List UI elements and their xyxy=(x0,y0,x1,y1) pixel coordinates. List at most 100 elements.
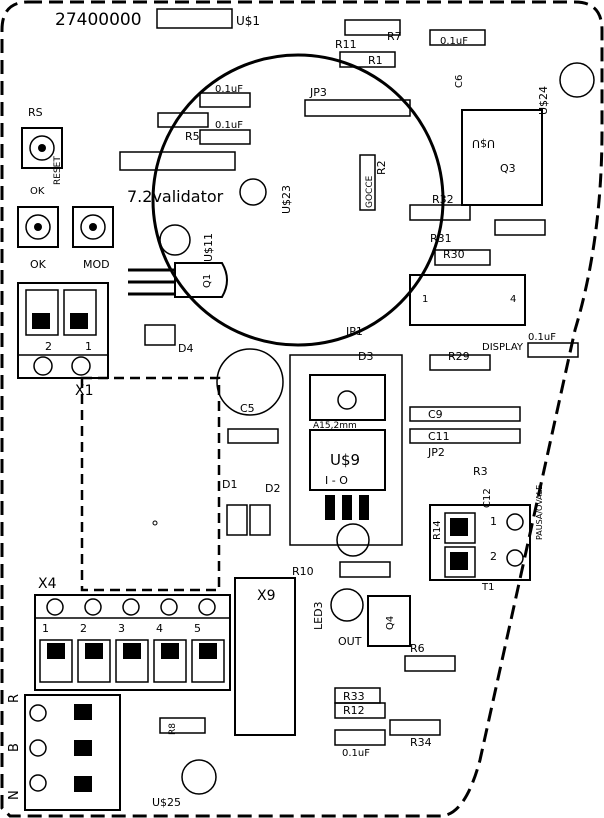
u24-circle xyxy=(559,62,595,98)
r2-label: R2 xyxy=(375,160,388,175)
x1-pin-2: 2 xyxy=(45,340,52,353)
r32-label: R32 xyxy=(432,193,454,206)
r10-label: R10 xyxy=(292,565,314,578)
u9-tab xyxy=(309,374,386,421)
d4-body xyxy=(144,324,176,346)
x4-pin-5: 5 xyxy=(194,622,201,635)
r12-label: R12 xyxy=(343,704,365,717)
part-number: 27400000 xyxy=(55,10,142,30)
pausa-label: PAUSA/OVALE xyxy=(535,485,544,540)
cap-top xyxy=(429,29,486,46)
cap-left-1 xyxy=(199,92,251,108)
r8-resistor xyxy=(159,717,206,734)
u24-label: U$24 xyxy=(537,86,550,115)
rbn-connector xyxy=(24,694,121,811)
r11-label: R11 xyxy=(335,38,357,51)
x4-pin-4: 4 xyxy=(156,622,163,635)
r3-label: R3 xyxy=(473,465,488,478)
c5-label: C5 xyxy=(240,402,255,415)
display-connector xyxy=(409,274,526,326)
jp1-label: JP1 xyxy=(345,325,363,338)
r1-resistor xyxy=(339,51,396,68)
r5-label: R5 xyxy=(185,130,200,143)
d2-body xyxy=(249,504,271,536)
r31-label: R31 xyxy=(430,232,452,245)
d1-label: D1 xyxy=(222,478,237,491)
r10-resistor xyxy=(339,561,391,578)
jp3-label: JP3 xyxy=(309,86,327,99)
x9-connector xyxy=(234,577,296,736)
u25-circle xyxy=(181,759,217,795)
c61-capacitor xyxy=(336,523,370,557)
title-box xyxy=(156,8,233,29)
q3-label: Q3 xyxy=(500,162,516,175)
ok-label: OK xyxy=(30,258,47,271)
r31-resistor xyxy=(494,219,546,236)
r1-label: R1 xyxy=(368,54,383,67)
x4-pin-1: 1 xyxy=(42,622,49,635)
u1-label: U$1 xyxy=(236,14,260,28)
r8-label: R8 xyxy=(168,723,178,735)
d1-body xyxy=(226,504,248,536)
r34-resistor xyxy=(389,719,441,736)
relay-pin-1: 1 xyxy=(490,515,497,528)
r30-resistor xyxy=(434,249,491,266)
d4-label: D4 xyxy=(178,342,193,355)
r5-resistor xyxy=(157,112,209,128)
q4-body xyxy=(367,595,411,647)
cap-bottom-label: 0.1uF xyxy=(342,748,370,759)
relay-connector xyxy=(429,504,531,581)
validator-label: 7.2validator xyxy=(127,187,224,206)
c9-label: C9 xyxy=(428,408,443,421)
ok-switch[interactable] xyxy=(17,206,59,248)
cap-right-label: 0.1uF xyxy=(528,332,556,343)
x4-connector xyxy=(34,594,231,691)
d3-label: D3 xyxy=(358,350,373,363)
q1-label: Q1 xyxy=(202,274,213,288)
display-pin-4: 4 xyxy=(510,294,516,305)
c11-cap xyxy=(409,428,521,444)
reset-label: RESET xyxy=(53,156,63,185)
cap-left-1-label: 0.1uF xyxy=(215,84,243,95)
u9-body xyxy=(309,429,386,491)
validator-box xyxy=(119,151,236,171)
mod-switch[interactable] xyxy=(72,206,114,248)
u9-label: U$9 xyxy=(330,451,360,469)
cap-bottom xyxy=(334,729,386,746)
x4-pin-2: 2 xyxy=(80,622,87,635)
q1-body xyxy=(174,262,228,298)
r34-label: R34 xyxy=(410,736,432,749)
q3-body xyxy=(461,109,543,206)
r29-resistor xyxy=(429,354,491,371)
u23-circle xyxy=(239,178,267,206)
jp3-header xyxy=(304,99,411,117)
rs-label: RS xyxy=(28,106,43,119)
relay-pin-2: 2 xyxy=(490,550,497,563)
heatsink-label: A15,2mm xyxy=(313,421,357,431)
r6-label: R6 xyxy=(410,642,425,655)
u25-label: U$25 xyxy=(152,796,181,809)
r29-label: R29 xyxy=(448,350,470,363)
display-label: DISPLAY xyxy=(482,342,524,353)
cap-right xyxy=(527,342,579,358)
r14-label: R14 xyxy=(432,520,443,540)
c11-label: C11 xyxy=(428,430,450,443)
q4-label: Q4 xyxy=(385,616,396,630)
x4-pin-3: 3 xyxy=(118,622,125,635)
gocce-label: GOCCE xyxy=(365,175,375,208)
ok-top-label: OK xyxy=(30,186,45,197)
module-area xyxy=(80,376,221,592)
r7-label: R7 xyxy=(387,30,402,43)
reset-switch[interactable] xyxy=(21,127,63,169)
tr-label: T1 xyxy=(481,582,494,593)
d2-label: D2 xyxy=(265,482,280,495)
r6-resistor xyxy=(404,655,456,672)
c5-capacitor xyxy=(216,348,284,416)
mod-label: MOD xyxy=(83,258,110,271)
jp2-label: JP2 xyxy=(427,446,445,459)
display-pin-1: 1 xyxy=(422,294,428,305)
out-label: OUT xyxy=(338,635,362,648)
rbn-n: N xyxy=(7,790,22,800)
